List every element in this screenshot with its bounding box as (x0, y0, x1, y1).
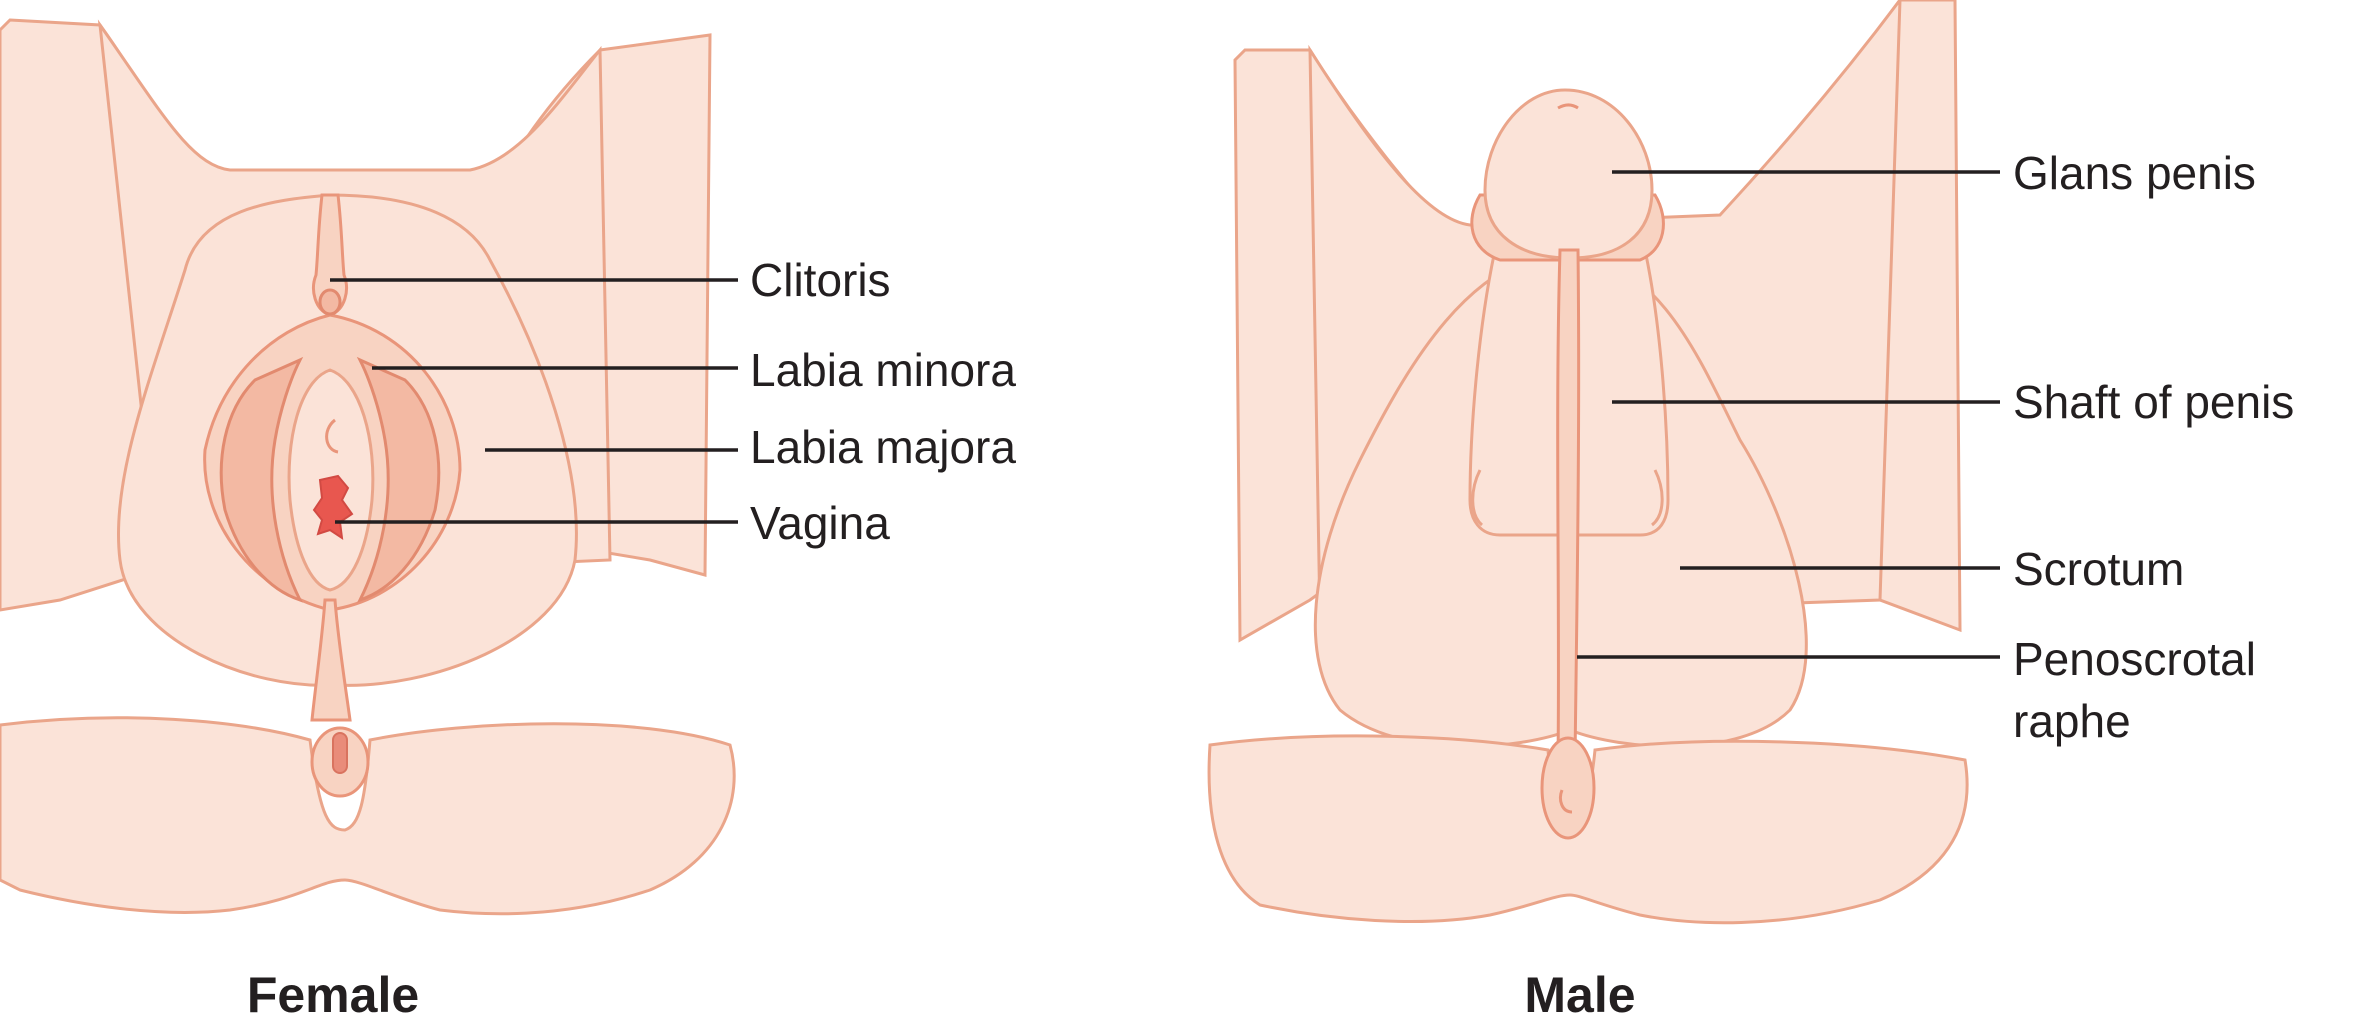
label-labia-minora: Labia minora (750, 344, 1016, 396)
male-anus (1558, 789, 1573, 814)
male-glans-shape (1483, 88, 1654, 260)
female-perineum (310, 598, 352, 722)
label-penoscrotal-raphe-line1: Penoscrotal (2013, 633, 2256, 685)
male-meatus (1557, 103, 1579, 110)
male-illustration (1207, 0, 1969, 925)
male-leaders (1577, 170, 2000, 659)
label-vagina: Vagina (750, 497, 890, 549)
female-clitoris-shape (318, 288, 342, 316)
caption-female: Female (247, 967, 419, 1023)
male-raphe (1556, 248, 1581, 762)
label-scrotum: Scrotum (2013, 543, 2184, 595)
female-illustration (0, 18, 736, 916)
female-labia-folds-right (356, 356, 441, 603)
caption-male: Male (1524, 967, 1635, 1023)
male-shaft-folds (1471, 469, 1664, 527)
male-anus-surround (1540, 736, 1596, 840)
female-urethral-opening (325, 418, 339, 454)
label-labia-majora: Labia majora (750, 421, 1016, 473)
label-glans-penis: Glans penis (2013, 147, 2256, 199)
female-labia-folds-left (219, 356, 304, 603)
label-clitoris: Clitoris (750, 254, 891, 306)
female-leaders (330, 278, 738, 524)
label-shaft-of-penis: Shaft of penis (2013, 376, 2294, 428)
label-penoscrotal-raphe-line2: raphe (2013, 695, 2131, 747)
female-buttocks (0, 716, 736, 916)
female-anus (332, 732, 348, 774)
female-vaginal-opening (312, 474, 354, 541)
